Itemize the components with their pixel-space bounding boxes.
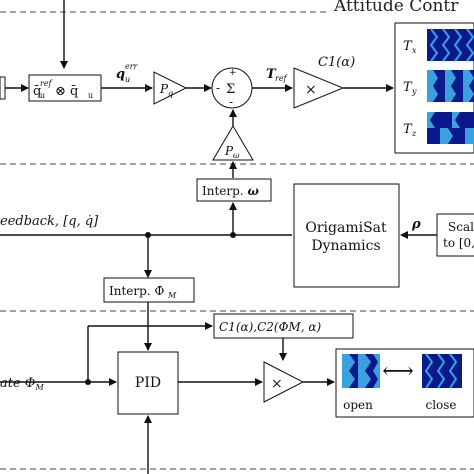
svg-text:T: T <box>403 39 413 54</box>
svg-text:Dynamics: Dynamics <box>311 238 380 254</box>
summing-junction: Σ - - + <box>211 67 253 109</box>
junction-dot-state <box>85 379 91 385</box>
close-config-icon <box>422 353 462 389</box>
svg-text:Scal: Scal <box>448 220 474 234</box>
svg-text:y: y <box>411 87 417 96</box>
c1-alpha-label: C1(α) <box>318 55 355 70</box>
junction-dot-omega <box>230 232 236 238</box>
svg-text:ref: ref <box>275 74 289 83</box>
svg-text:to [0,: to [0, <box>443 236 474 250</box>
svg-text:T: T <box>403 80 413 95</box>
svg-text:Interp. Φ̇: Interp. Φ̇ <box>109 284 164 298</box>
svg-text:q: q <box>168 89 173 98</box>
svg-text:T: T <box>403 122 413 137</box>
svg-text:⊗ q̄: ⊗ q̄ <box>55 84 78 99</box>
svg-text:err: err <box>125 62 139 71</box>
feedback-signal-label: eedback, [q, q̇] <box>0 214 99 229</box>
svg-text:T: T <box>266 67 277 82</box>
svg-text:×: × <box>305 82 317 98</box>
attitude-control-title: Attitude Contr <box>333 0 459 16</box>
panel-config-icon-y <box>427 70 474 102</box>
p-omega-gain-block: P ω <box>212 125 254 161</box>
svg-text:u: u <box>88 91 93 100</box>
svg-text:+: + <box>229 68 237 78</box>
panel-config-icon-z <box>427 112 474 144</box>
torque-reference-label: T ref <box>266 67 289 83</box>
svg-text:-: - <box>216 81 220 95</box>
q-error-signal-label: q err u <box>116 62 139 84</box>
svg-text:M: M <box>167 291 177 300</box>
open-label: open <box>343 398 373 412</box>
c1-c2-gain-block: C1(α),C2(ΦM, α) <box>213 313 354 339</box>
svg-text:C1(α),C2(ΦM, α): C1(α),C2(ΦM, α) <box>219 320 321 334</box>
panel-config-icon-x <box>427 28 474 62</box>
torque-z-row: T z <box>403 112 474 144</box>
pq-gain-block: P q <box>153 71 188 105</box>
origamisat-dynamics-block: OrigamiSat Dynamics <box>293 183 400 288</box>
svg-text:u: u <box>125 75 130 84</box>
pid-controller-block: PID <box>117 351 179 415</box>
open-close-panel: ⟷ open close <box>335 348 474 418</box>
torque-x-row: T x <box>403 28 474 62</box>
svg-text:P: P <box>159 82 169 96</box>
scale-block-partial: Scal to [0, <box>436 213 474 257</box>
svg-text:ref: ref <box>40 79 54 88</box>
svg-text:P: P <box>224 144 234 158</box>
interp-omega-block: Interp. ω <box>196 178 272 202</box>
multiplier-block-attitude: × <box>293 67 345 109</box>
svg-text:-: - <box>229 95 233 109</box>
svg-text:OrigamiSat: OrigamiSat <box>305 220 387 236</box>
torque-y-row: T y <box>403 70 474 102</box>
open-config-icon <box>342 354 380 388</box>
svg-text:×: × <box>271 376 283 392</box>
svg-text:z: z <box>411 129 417 138</box>
svg-text:ω: ω <box>233 151 240 160</box>
torque-configurations-panel: T x T y T z <box>394 22 474 154</box>
interp-phi-dot-block: Interp. Φ̇ M <box>103 277 195 303</box>
svg-text:⟷: ⟷ <box>382 359 414 384</box>
close-label: close <box>425 398 456 412</box>
multiplier-block-actuation: × <box>263 361 305 403</box>
svg-text:u: u <box>40 91 45 100</box>
quaternion-error-block: q̄ u ref ⊗ q̄ u <box>28 74 102 102</box>
svg-text:q: q <box>116 67 125 82</box>
svg-text:q̄: q̄ <box>33 84 41 99</box>
svg-text:Interp. ω: Interp. ω <box>202 184 259 198</box>
svg-text:PID: PID <box>135 375 161 391</box>
svg-text:Σ: Σ <box>226 82 235 97</box>
rho-signal-label: ρ <box>411 217 421 232</box>
svg-text:x: x <box>412 46 417 55</box>
state-phi-label: ate ΦM <box>0 376 44 392</box>
